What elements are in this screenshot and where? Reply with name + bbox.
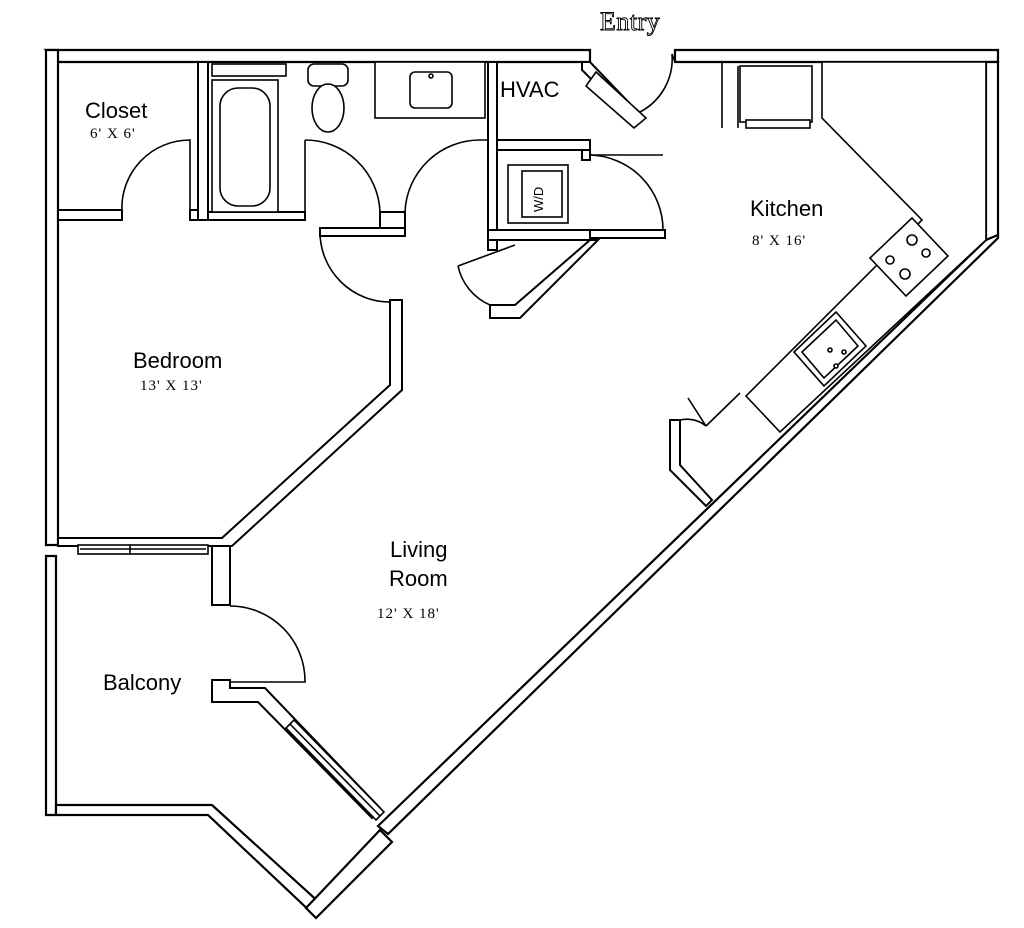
diagonal-wall <box>376 233 1000 836</box>
stove <box>868 216 950 298</box>
hall-wall <box>487 61 498 251</box>
exterior-walls <box>43 48 1000 920</box>
balcony-label: Balcony <box>103 670 181 695</box>
living-balcony-wall-top <box>211 545 231 606</box>
bath2-door-swing <box>404 139 488 213</box>
laundry-bottom-wall <box>487 229 591 241</box>
toilet-tank <box>307 63 349 87</box>
balcony-door-swing <box>229 605 306 683</box>
closet-label: Closet <box>85 98 147 123</box>
hall-closet-wall <box>489 239 601 319</box>
washer-dryer-label: W/D <box>531 187 546 212</box>
left-wall-upper <box>44 48 60 547</box>
bathtub-basin <box>219 87 271 207</box>
fixtures <box>211 61 987 434</box>
entry-label: Entry <box>600 7 660 36</box>
door-swings <box>121 53 741 683</box>
bedroom-right-wall-top <box>319 227 406 237</box>
balcony-diagonal-rail <box>304 828 394 920</box>
bedroom-label: Bedroom <box>133 348 222 373</box>
laundry-door-swing <box>589 154 664 231</box>
living-room-label-line2: Room <box>389 566 448 591</box>
sliding-doors <box>77 544 386 822</box>
refrigerator <box>739 65 813 123</box>
labels: Entry Closet 6' X 6' HVAC W/D Kitchen 8'… <box>85 7 823 695</box>
closet-dims: 6' X 6' <box>90 126 136 142</box>
living-room-label-line1: Living <box>390 537 447 562</box>
laundry-right-wall <box>581 149 591 161</box>
bedroom-door-swing <box>319 231 391 303</box>
hvac-label: HVAC <box>500 77 560 102</box>
bedroom-right-wall <box>57 299 403 547</box>
hvac-bottom-wall <box>496 139 591 151</box>
pantry-door-swing <box>679 392 741 427</box>
top-wall-right <box>673 48 1000 64</box>
bath-bottom-wall-2 <box>379 211 406 229</box>
hall-closet-swing <box>457 244 516 306</box>
balcony-left-wall <box>44 554 58 817</box>
interior-walls <box>57 61 714 820</box>
kitchen-dims: 8' X 16' <box>752 233 806 249</box>
closet-door-swing <box>121 139 191 213</box>
bath-sink <box>409 71 453 109</box>
balcony-bottom-wall <box>54 803 324 917</box>
right-wall <box>984 60 1000 242</box>
bath-shelf <box>211 63 287 77</box>
bedroom-dims: 13' X 13' <box>140 378 203 394</box>
closet-bath-wall <box>197 61 209 221</box>
entry-door-swing <box>639 53 676 113</box>
kitchen-return-wall <box>669 419 714 508</box>
bath-bottom-wall <box>207 211 306 221</box>
living-room-dims: 12' X 18' <box>377 606 440 622</box>
kitchen-label: Kitchen <box>750 196 823 221</box>
closet-bedroom-wall-left <box>57 209 123 221</box>
pantry-wall <box>589 229 666 239</box>
toilet-bowl <box>311 83 345 133</box>
bath-door-swing <box>304 139 381 213</box>
hvac-door <box>584 70 648 130</box>
top-wall-left <box>43 48 592 64</box>
